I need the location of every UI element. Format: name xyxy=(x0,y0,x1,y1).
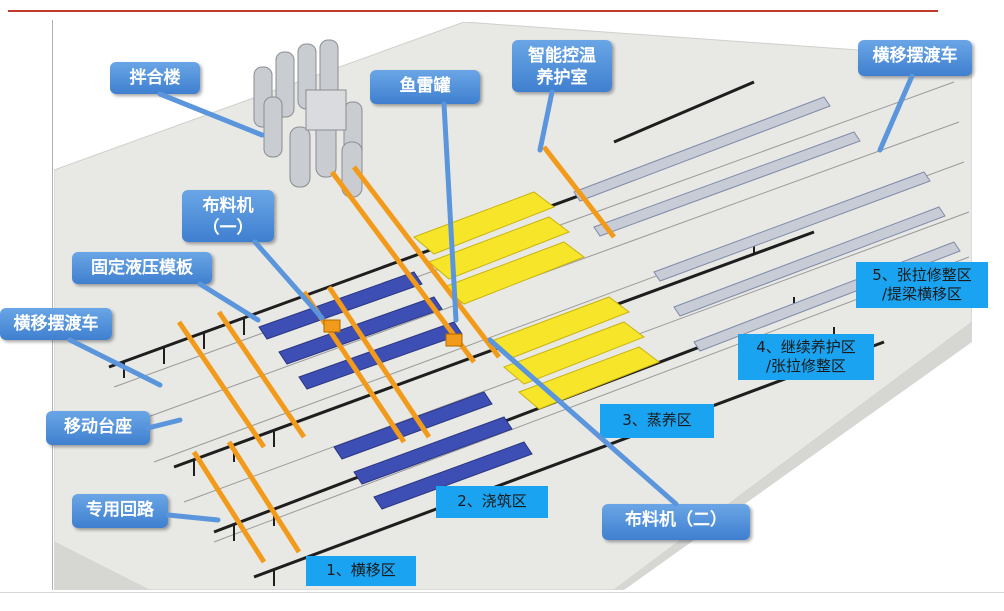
callout-distributor-one: 布料机 （一） xyxy=(182,190,274,242)
callout-fixed-formwork: 固定液压模板 xyxy=(72,252,212,284)
zone-label-5: 5、张拉修整区 /提梁横移区 xyxy=(856,262,988,308)
header-rule xyxy=(8,10,938,12)
callout-transfer-cart-left: 横移摆渡车 xyxy=(0,308,112,340)
zone-label-1: 1、横移区 xyxy=(306,556,416,586)
beam-rows xyxy=(573,96,961,352)
callout-mixing-plant: 拌合楼 xyxy=(110,62,200,94)
mixing-plant-silos xyxy=(253,39,363,198)
zone-label-2: 2、浇筑区 xyxy=(436,486,548,518)
zone-label-4: 4、继续养护区 /张拉修整区 xyxy=(738,334,874,380)
callout-transfer-cart-right: 横移摆渡车 xyxy=(858,40,972,76)
zone-label-3: 3、蒸养区 xyxy=(600,404,714,438)
bottom-divider xyxy=(0,592,1004,593)
callout-fish-tank: 鱼雷罐 xyxy=(370,70,480,104)
callout-mobile-pedestal: 移动台座 xyxy=(46,411,150,445)
left-divider xyxy=(52,20,53,590)
gantry-nodes xyxy=(323,319,463,347)
callout-dedicated-loop: 专用回路 xyxy=(72,494,168,528)
callout-curing-room: 智能控温 养护室 xyxy=(512,40,612,92)
callout-distributor-two: 布料机（二） xyxy=(602,504,750,540)
